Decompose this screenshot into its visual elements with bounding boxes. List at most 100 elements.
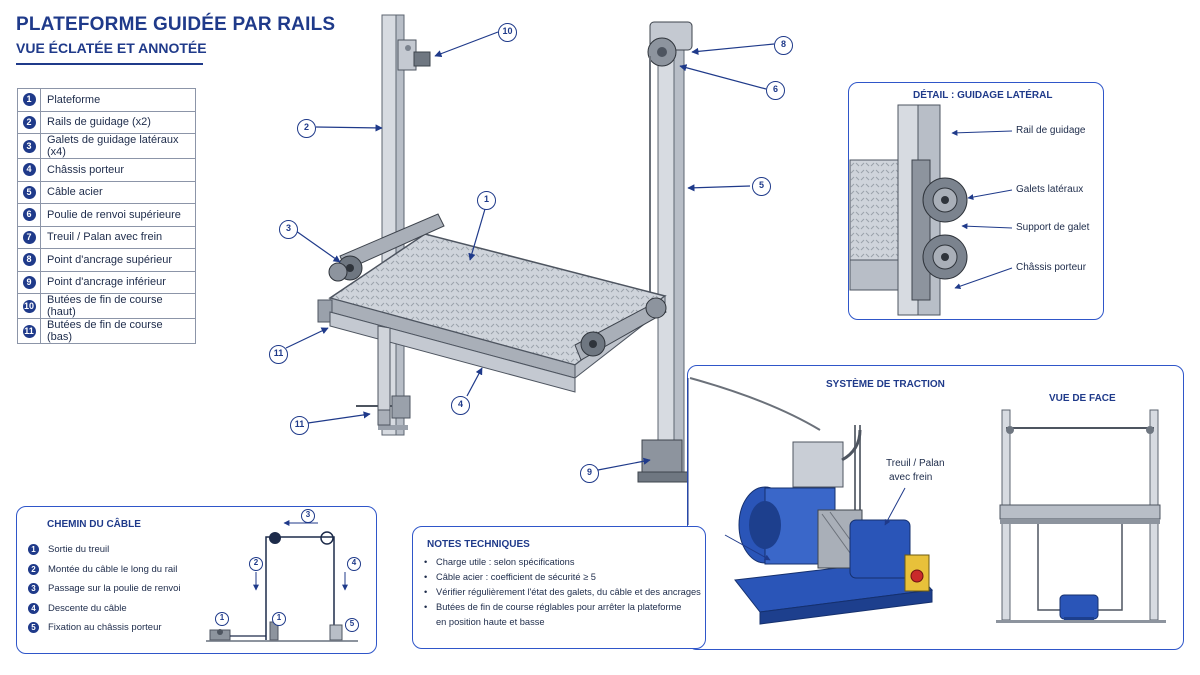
callout-4-badge: 4 [451, 396, 470, 415]
legend-row: 1 Plateforme [17, 88, 196, 112]
legend-number-badge: 2 [22, 115, 36, 129]
notes-list: •Charge utile : selon spécifications •Câ… [424, 557, 701, 632]
lower-limit-stop [356, 395, 411, 419]
note-text-continued: en position haute et basse [436, 617, 545, 627]
legend-label: Butées de fin de course (bas) [40, 318, 196, 344]
legend-label: Butées de fin de course (haut) [40, 293, 196, 319]
cable-path-title: CHEMIN DU CÂBLE [47, 519, 141, 530]
legend-number-badge: 8 [22, 253, 36, 267]
front-view-title: VUE DE FACE [1049, 393, 1116, 404]
legend-label: Poulie de renvoi supérieure [40, 203, 196, 227]
legend-number-badge: 6 [22, 208, 36, 222]
legend-row: 9 Point d'ancrage inférieur [17, 270, 196, 294]
legend-row: 7 Treuil / Palan avec frein [17, 225, 196, 249]
step-number-badge: 3 [28, 583, 39, 595]
callout-leaders [285, 31, 775, 471]
cable-path-steps: 1 Sortie du treuil 2 Montée du câble le lo… [28, 540, 181, 638]
callout-3-badge: 3 [279, 220, 298, 239]
callout-9-badge: 9 [580, 464, 599, 483]
winch-label-line2: avec frein [889, 472, 933, 483]
cable-badge-5: 5 [345, 618, 359, 632]
note-item: •Câble acier : coefficient de sécurité ≥… [424, 572, 596, 582]
legend-number-badge: 3 [22, 139, 36, 153]
callout-10-badge: 10 [498, 23, 517, 42]
legend-row: 11 Butées de fin de course (bas) [17, 318, 196, 344]
callout-11-badge: 11 [290, 416, 309, 435]
legend-number-badge: 7 [22, 230, 36, 244]
legend-label: Plateforme [40, 88, 196, 112]
step-label: Fixation au châssis porteur [48, 622, 162, 634]
traction-panel-title: SYSTÈME DE TRACTION [826, 379, 945, 390]
callout-8-badge: 8 [774, 36, 793, 55]
detail-panel-title: DÉTAIL : GUIDAGE LATÉRAL [913, 90, 1053, 101]
cable-badge-3: 3 [301, 509, 315, 523]
legend-number-badge: 5 [22, 185, 36, 199]
legend-row: 10 Butées de fin de course (haut) [17, 293, 196, 319]
legend-row: 4 Châssis porteur [17, 158, 196, 182]
legend-number-badge: 1 [22, 93, 36, 107]
note-item: •Vérifier régulièrement l'état des galet… [424, 587, 701, 597]
top-pulley [647, 21, 693, 67]
step-number-badge: 2 [28, 563, 39, 575]
legend-label: Treuil / Palan avec frein [40, 225, 196, 249]
cable-badge-2: 2 [249, 557, 263, 571]
note-text: Butées de fin de course réglables pour a… [436, 602, 682, 612]
left-roller-bracket [328, 213, 445, 282]
legend-row: 5 Câble acier [17, 180, 196, 204]
note-text: Charge utile : selon spécifications [436, 557, 575, 567]
note-item: en position haute et basse [424, 617, 701, 632]
cable-badge-4: 4 [347, 557, 361, 571]
legend-row: 6 Poulie de renvoi supérieure [17, 203, 196, 227]
cable-step: 1 Sortie du treuil [28, 540, 181, 560]
legend-label: Câble acier [40, 180, 196, 204]
step-number-badge: 1 [28, 544, 39, 556]
legend-label: Point d'ancrage inférieur [40, 270, 196, 294]
cable-step: 2 Montée du câble le long du rail [28, 560, 181, 580]
cable-step: 4 Descente du câble [28, 599, 181, 619]
legend-number-badge: 9 [22, 275, 36, 289]
legend-number-badge: 4 [22, 163, 36, 177]
winch-label-line1: Treuil / Palan [886, 458, 945, 469]
detail-label-chassis: Châssis porteur [1016, 262, 1087, 273]
callout-1-badge: 1 [477, 191, 496, 210]
technical-notes-panel [412, 526, 706, 649]
step-number-badge: 4 [28, 602, 39, 614]
note-item: •Charge utile : selon spécifications [424, 557, 575, 567]
legend-label: Galets de guidage latéraux (x4) [40, 133, 196, 159]
cable-step: 3 Passage sur la poulie de renvoi [28, 579, 181, 599]
callout-11-badge: 11 [269, 345, 288, 364]
chassis-frame [329, 311, 576, 426]
upper-limit-stop [397, 39, 431, 71]
cable-step: 5 Fixation au châssis porteur [28, 618, 181, 638]
cable-path-panel [16, 506, 377, 654]
step-number-badge: 5 [28, 622, 39, 634]
step-label: Passage sur la poulie de renvoi [48, 583, 181, 595]
legend-number-badge: 11 [22, 324, 36, 338]
detail-label-galets: Galets latéraux [1016, 184, 1084, 195]
callout-6-badge: 6 [766, 81, 785, 100]
legend-label: Point d'ancrage supérieur [40, 248, 196, 272]
page-subtitle: VUE ÉCLATÉE ET ANNOTÉE [16, 40, 207, 56]
notes-title: NOTES TECHNIQUES [427, 539, 530, 550]
right-roller-bracket [574, 297, 667, 361]
note-text: Vérifier régulièrement l'état des galets… [436, 587, 701, 597]
page-title: PLATEFORME GUIDÉE PAR RAILS [16, 14, 336, 35]
step-label: Sortie du treuil [48, 544, 110, 556]
detail-label-rail: Rail de guidage [1016, 125, 1086, 136]
front-view-drawing [996, 409, 1166, 623]
legend-label: Châssis porteur [40, 158, 196, 182]
note-item: •Butées de fin de course réglables pour … [424, 602, 682, 612]
legend-number-badge: 10 [22, 299, 36, 313]
step-label: Montée du câble le long du rail [48, 563, 178, 575]
callout-5-badge: 5 [752, 177, 771, 196]
cable-badge-1b: 1 [272, 612, 286, 626]
step-label: Descente du câble [48, 602, 127, 614]
note-text: Câble acier : coefficient de sécurité ≥ … [436, 572, 596, 582]
title-underline [16, 63, 203, 65]
